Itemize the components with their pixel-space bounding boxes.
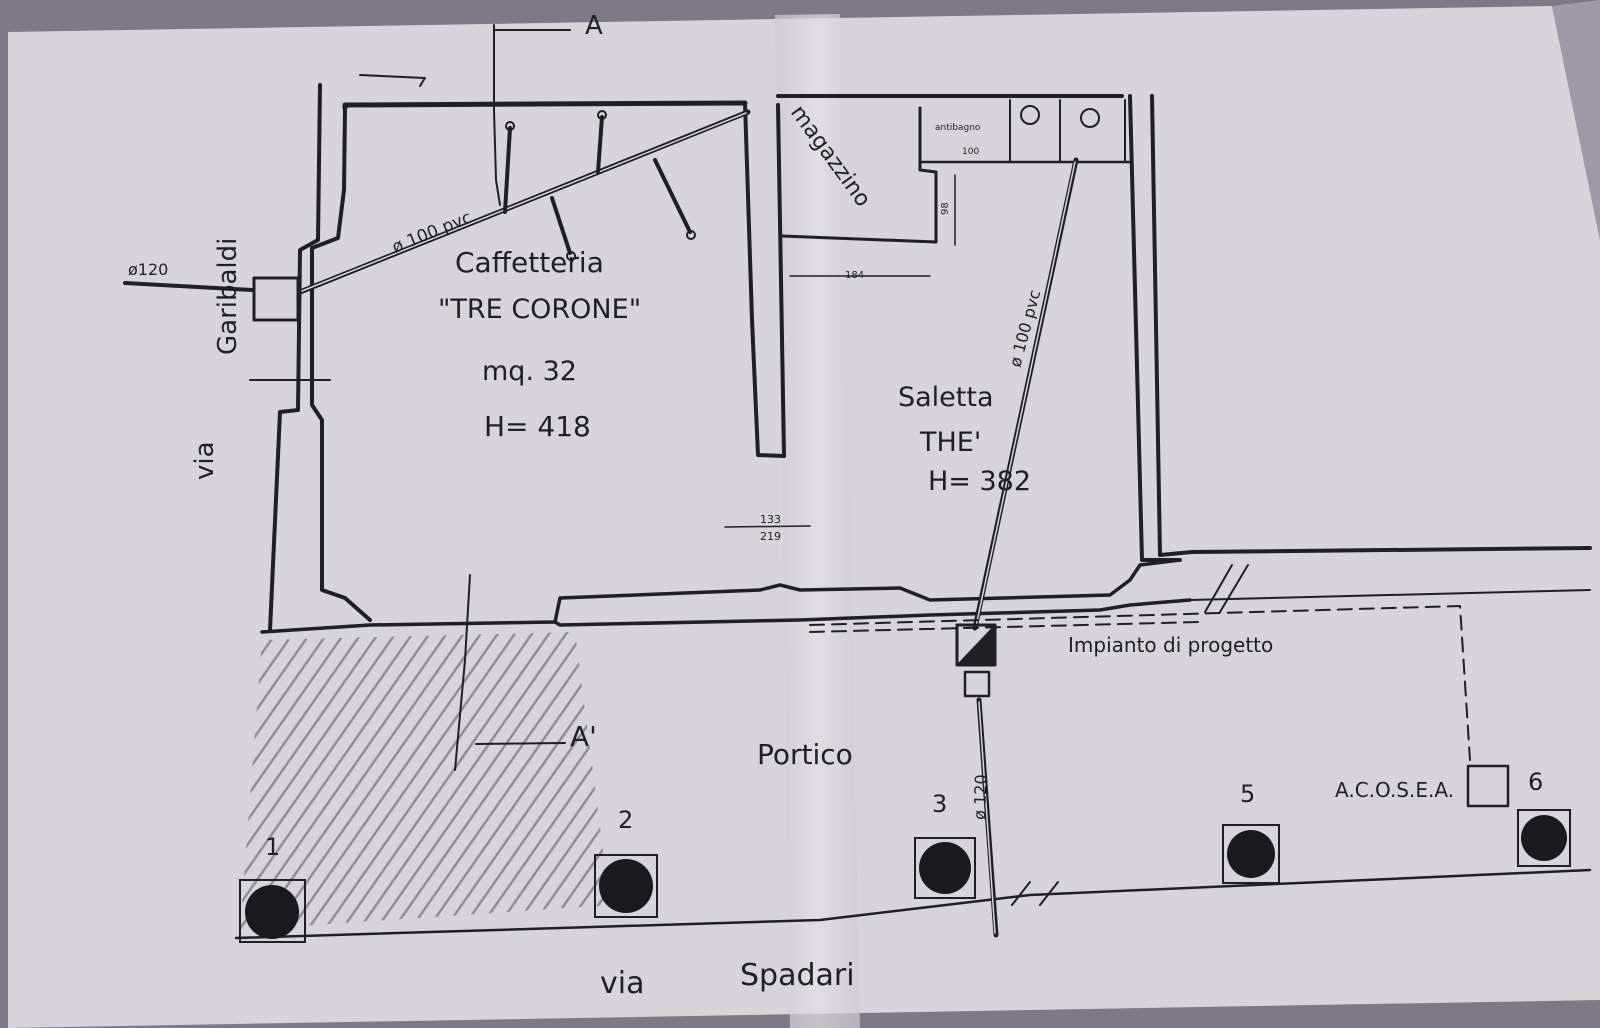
acosea-box [1466, 764, 1510, 808]
room-saletta-label-2: THE' [919, 427, 981, 458]
room-saletta-height: H= 382 [928, 466, 1031, 497]
paper-shadow [1552, 0, 1600, 240]
section-line-a [493, 24, 501, 206]
section-line-a-prime [454, 574, 471, 771]
column-6-label: 6 [1528, 768, 1543, 796]
sink-fixture-icon [1080, 108, 1100, 128]
dim-184-label: 184 [845, 270, 864, 281]
impianto-dashed-line [809, 605, 1471, 761]
pipe-branch-2 [596, 115, 604, 174]
south-facade-wall-outer [553, 598, 1192, 627]
property-line-right [1189, 589, 1591, 601]
section-a-prime-label: A' [570, 720, 597, 753]
section-line-a-prime-tick [475, 742, 566, 745]
room-antibagno-label: antibagno [935, 123, 981, 133]
column-5-label: 5 [1240, 780, 1255, 808]
dim-133-label: 133 [760, 513, 781, 526]
dim-219-label: 219 [760, 530, 781, 543]
street-via-bottom: via [600, 966, 644, 1001]
column-2-label: 2 [618, 806, 633, 834]
room-caffe-area: mq. 32 [482, 356, 577, 387]
pipe-caffe-diagonal-inner [301, 112, 747, 292]
caffe-east-wall [743, 101, 786, 458]
column-2 [594, 854, 658, 918]
street-via-left: via [190, 441, 220, 480]
pipe-branch-4 [653, 158, 692, 234]
pipe-saletta-diagonal-inner [975, 161, 1076, 627]
portico-pavement-hatch [240, 632, 610, 930]
column-3-label: 3 [932, 790, 947, 818]
room-caffe-height: H= 418 [484, 410, 591, 443]
room-saletta-label: Saletta [898, 382, 994, 413]
street-spadari: Spadari [740, 958, 855, 993]
wc-fixture-icon [1020, 105, 1040, 125]
right-building-wall [1150, 94, 1592, 557]
siphon-small-box [963, 670, 991, 698]
impianto-dashed-line-2 [809, 621, 1201, 633]
break-mark-2 [1219, 564, 1249, 613]
break-mark-4 [1039, 881, 1059, 906]
acosea-label: A.C.O.S.E.A. [1335, 778, 1454, 802]
saletta-east-wall [1128, 94, 1182, 562]
caffe-west-wall [268, 83, 322, 632]
pipe-bottom-outlet-inner [978, 701, 996, 934]
room-caffe-brand: "TRE CORONE" [438, 294, 641, 325]
pipe-left-inlet [123, 281, 254, 292]
caffe-west-wall-inner [310, 106, 372, 622]
street-edge-line [234, 868, 1592, 940]
pipe-end-3 [566, 251, 576, 261]
column-1-label: 1 [265, 833, 280, 861]
pipe-end-4 [686, 230, 696, 240]
column-5 [1222, 824, 1280, 884]
street-garibaldi: Garibaldi [213, 238, 243, 355]
column-3 [914, 837, 976, 899]
columns [239, 809, 1571, 943]
pipe-branch-1 [503, 126, 512, 214]
pipe-end-1 [505, 121, 515, 131]
dim-100-label: 100 [962, 147, 979, 157]
pipe-branch-3 [550, 196, 572, 255]
paper-fold-band [775, 14, 860, 1028]
impianto-label: Impianto di progetto [1068, 633, 1273, 657]
siphon-fill [956, 624, 996, 666]
inspection-box-left [252, 276, 300, 322]
dim-98-label: 98 [940, 202, 951, 215]
section-a-label: A [585, 11, 603, 41]
pipe-120-left-label: ø120 [128, 260, 168, 279]
room-caffe-name: Caffetteria [455, 246, 604, 279]
dim-line-133 [724, 525, 811, 528]
column-1 [239, 879, 306, 943]
labels: A A' ø120 ø 100 pvc ø 100 pvc ø 120 Caff… [128, 11, 1543, 1001]
column-6 [1517, 809, 1571, 867]
break-mark-3 [1011, 881, 1031, 906]
pipe-120-bottom-label: ø 120 [970, 774, 991, 820]
pipe-end-2 [597, 110, 607, 120]
break-mark-1 [1204, 564, 1233, 613]
arrow-top-left [359, 74, 426, 87]
portico-label: Portico [757, 738, 853, 771]
